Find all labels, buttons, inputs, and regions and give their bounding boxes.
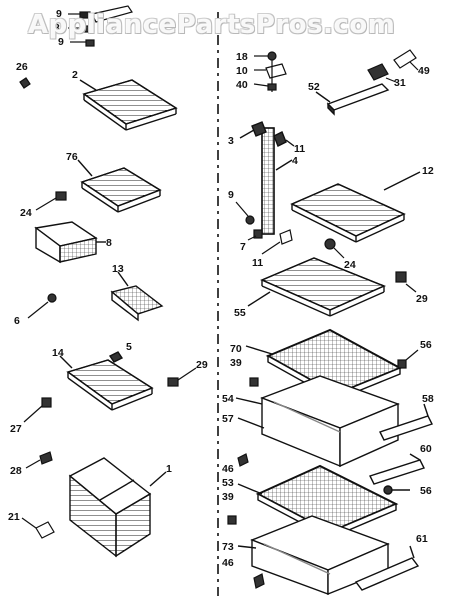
callout: 14	[52, 347, 64, 359]
callout: 27	[10, 423, 22, 435]
top-right-hardware	[253, 51, 287, 92]
screw-6	[27, 293, 57, 319]
callout: 5	[126, 341, 132, 353]
trim-bar-60	[369, 453, 425, 495]
screw-46-upper	[237, 453, 249, 467]
trim-bar-52	[315, 83, 390, 116]
crisper-assembly-upper	[235, 328, 403, 468]
trim-bar-58	[379, 403, 433, 441]
callout: 70	[230, 343, 242, 355]
callout: 9	[58, 36, 64, 48]
callout-labels: 9 30 9 26 2 76 24 8 13 6 14 5 29 27 28 1…	[8, 8, 434, 569]
callout: 58	[422, 393, 434, 405]
trim-bar-61	[354, 545, 420, 591]
callout: 29	[416, 293, 428, 305]
callout: 56	[420, 485, 432, 497]
callout: 3	[228, 135, 234, 147]
callout: 60	[420, 443, 432, 455]
callout: 24	[20, 207, 32, 219]
callout: 12	[422, 165, 434, 177]
callout: 49	[418, 65, 430, 77]
part-28	[25, 451, 53, 469]
wire-shelf-76	[77, 159, 162, 213]
crisper-assembly-lower	[237, 464, 399, 596]
wire-shelf-2	[79, 79, 178, 131]
wire-shelf-55	[247, 257, 386, 317]
callout: 76	[66, 151, 78, 163]
callout: 57	[222, 413, 234, 425]
crisper-hardware-lower	[227, 515, 265, 589]
callout: 30	[54, 22, 66, 34]
shelf-rail-4	[239, 121, 295, 235]
crisper-hardware-upper	[249, 349, 419, 387]
nut-24-left	[35, 191, 67, 211]
callout: 39	[230, 357, 242, 369]
wire-shelf-14	[59, 351, 154, 411]
top-left-hardware	[68, 5, 133, 47]
callout: 11	[252, 257, 263, 269]
callout: 29	[196, 359, 208, 371]
callout: 9	[228, 189, 234, 201]
callout: 55	[234, 307, 246, 319]
part-13	[110, 271, 164, 322]
callout: 26	[16, 61, 28, 73]
callout: 73	[222, 541, 234, 553]
callout: 1	[166, 463, 172, 475]
rail-hardware	[235, 201, 293, 255]
watermark: AppliancePartsPros.com	[28, 10, 396, 40]
callout: 10	[236, 65, 248, 77]
cover-frame-1	[68, 457, 167, 558]
callout: 24	[344, 259, 356, 271]
clip-29-left	[167, 367, 197, 387]
clip-part-26	[19, 77, 31, 89]
callout: 7	[240, 241, 246, 253]
callout: 4	[292, 155, 298, 167]
callout: 52	[308, 81, 320, 93]
callout: 56	[420, 339, 432, 351]
part-21	[21, 517, 55, 539]
callout: 46	[222, 463, 234, 475]
callout: 9	[56, 8, 62, 20]
clip-29-right	[395, 271, 417, 293]
callout: 31	[394, 77, 406, 89]
callout: 8	[106, 237, 112, 249]
callout: 39	[222, 491, 234, 503]
bracket-8	[34, 221, 106, 264]
callout: 28	[10, 465, 22, 477]
part-27	[23, 397, 52, 423]
callout: 18	[236, 51, 248, 63]
callout: 53	[222, 477, 234, 489]
callout: 46	[222, 557, 234, 569]
callout: 40	[236, 79, 248, 91]
callout: 6	[14, 315, 20, 327]
callout: 13	[112, 263, 124, 275]
nut-24-right	[324, 238, 345, 259]
callout: 61	[416, 533, 428, 545]
callout: 54	[222, 393, 234, 405]
callout: 21	[8, 511, 20, 523]
part-31-49	[367, 49, 419, 83]
wire-shelf-12	[290, 171, 421, 243]
callout: 2	[72, 69, 78, 81]
callout: 11	[294, 143, 305, 155]
